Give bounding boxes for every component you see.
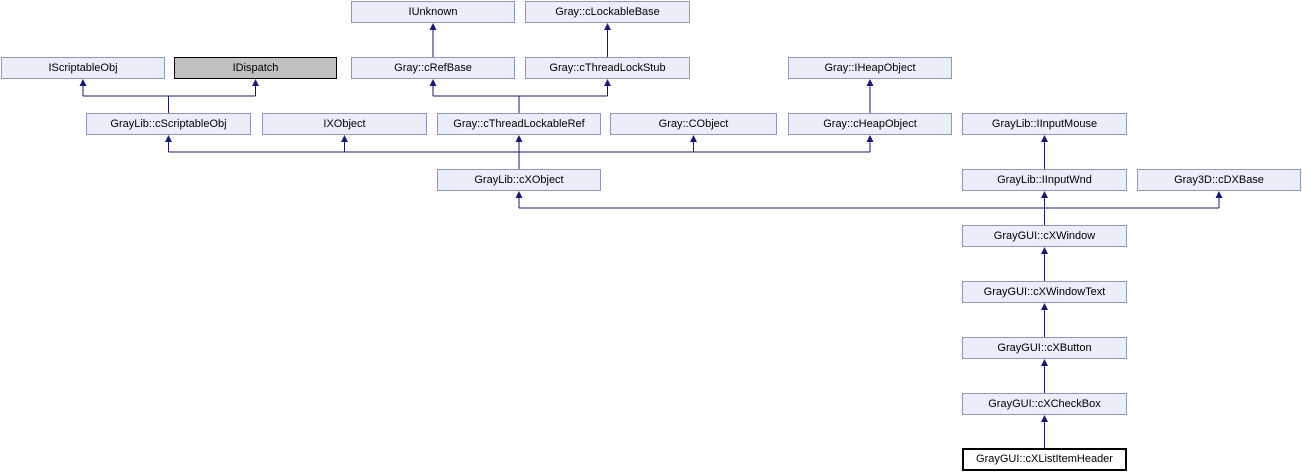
inheritance-arrowhead-icon [1041, 359, 1048, 366]
inheritance-arrowhead-icon [604, 23, 611, 30]
class-node-gray_cThreadLockableRef[interactable]: Gray::cThreadLockableRef [437, 113, 601, 135]
class-node-label: Gray::cRefBase [394, 61, 472, 74]
class-node-gray3d_cDXBase[interactable]: Gray3D::cDXBase [1137, 169, 1301, 191]
class-node-label: Gray::cHeapObject [823, 117, 917, 130]
class-node-label: GrayLib::IInputMouse [991, 117, 1098, 130]
class-node-graylib_IInputWnd[interactable]: GrayLib::IInputWnd [962, 169, 1127, 191]
inheritance-arrowhead-icon [515, 135, 523, 142]
class-node-label: Gray::CObject [658, 117, 729, 130]
class-node-label: IDispatch [232, 61, 279, 74]
class-node-ixobject[interactable]: IXObject [262, 113, 427, 135]
class-node-iscriptableobj[interactable]: IScriptableObj [1, 57, 165, 79]
class-node-gray_cRefBase[interactable]: Gray::cRefBase [351, 57, 515, 79]
class-node-iunknown[interactable]: IUnknown [351, 1, 515, 23]
inheritance-arrowhead-icon [341, 135, 348, 142]
class-node-graylib_cScriptableObj[interactable]: GrayLib::cScriptableObj [86, 113, 251, 135]
class-node-label: GrayLib::IInputWnd [997, 173, 1092, 186]
class-node-gray_IHeapObject[interactable]: Gray::IHeapObject [788, 57, 952, 79]
class-node-label: GrayGUI::cXWindow [993, 229, 1096, 242]
class-node-graygui_cXWindowText[interactable]: GrayGUI::cXWindowText [962, 281, 1127, 303]
class-node-label: IXObject [323, 117, 366, 130]
class-node-label: Gray::IHeapObject [824, 61, 916, 74]
class-node-idispatch: IDispatch [174, 57, 337, 79]
class-node-gray_CObject[interactable]: Gray::CObject [610, 113, 777, 135]
inheritance-arrowhead-icon [866, 135, 874, 142]
inheritance-arrowhead-icon [604, 79, 611, 86]
class-node-graygui_cXCheckBox[interactable]: GrayGUI::cXCheckBox [962, 393, 1127, 415]
class-node-label: Gray::cThreadLockableRef [453, 117, 585, 130]
inheritance-arrowhead-icon [429, 79, 437, 86]
inheritance-arrowhead-icon [866, 79, 874, 86]
inheritance-arrowhead-icon [252, 79, 259, 86]
class-node-label: GrayGUI::cXButton [997, 341, 1092, 354]
class-node-label: GrayLib::cXObject [474, 173, 564, 186]
class-node-gray_cThreadLockStub[interactable]: Gray::cThreadLockStub [525, 57, 690, 79]
class-node-label: GrayLib::cScriptableObj [110, 117, 227, 130]
class-node-label: Gray::cThreadLockStub [549, 61, 666, 74]
inheritance-arrowhead-icon [1041, 247, 1048, 254]
inheritance-arrowhead-icon [1215, 191, 1223, 198]
inheritance-arrowhead-icon [79, 79, 87, 86]
class-node-label: GrayGUI::cXCheckBox [988, 397, 1101, 410]
class-node-graygui_cXWindow[interactable]: GrayGUI::cXWindow [962, 225, 1127, 247]
class-node-label: GrayGUI::cXListItemHeader [976, 453, 1113, 465]
class-node-graygui_cXButton[interactable]: GrayGUI::cXButton [962, 337, 1127, 359]
inheritance-arrowhead-icon [165, 135, 172, 142]
class-node-gray_cHeapObject[interactable]: Gray::cHeapObject [788, 113, 952, 135]
class-node-label: IUnknown [408, 5, 458, 18]
inheritance-arrowhead-icon [1041, 135, 1048, 142]
class-node-graygui_cXListItemHeader: GrayGUI::cXListItemHeader [962, 448, 1127, 471]
inheritance-arrowhead-icon [429, 23, 437, 30]
class-node-graylib_IInputMouse[interactable]: GrayLib::IInputMouse [962, 113, 1127, 135]
class-node-label: Gray::cLockableBase [555, 5, 660, 18]
class-node-graylib_cXObject[interactable]: GrayLib::cXObject [437, 169, 601, 191]
inheritance-arrowhead-icon [1041, 191, 1048, 198]
inheritance-arrowhead-icon [690, 135, 697, 142]
inheritance-arrowhead-icon [1041, 415, 1048, 422]
inheritance-arrowhead-icon [1041, 303, 1048, 310]
inheritance-arrowhead-icon [515, 191, 523, 198]
class-node-label: Gray3D::cDXBase [1174, 173, 1264, 186]
class-node-gray_cLockableBase[interactable]: Gray::cLockableBase [525, 1, 690, 23]
class-node-label: GrayGUI::cXWindowText [983, 285, 1106, 298]
class-node-label: IScriptableObj [48, 61, 118, 74]
